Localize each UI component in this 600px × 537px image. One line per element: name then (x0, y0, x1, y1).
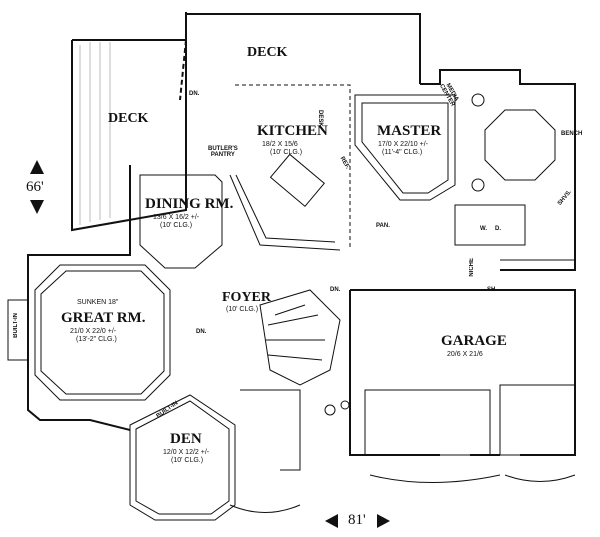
dn-great-label: DN. (196, 329, 207, 335)
butlers-pantry-label: BUTLER'S PANTRY (208, 146, 238, 158)
dining-outline (139, 174, 223, 269)
foyer-stair (259, 289, 341, 386)
master-outline (354, 94, 456, 201)
desk-label: DESK (317, 110, 323, 127)
arrow-up-icon (30, 160, 44, 174)
width-dimension: 81' (348, 512, 366, 528)
built-in-great-label: BUILT-IN (13, 313, 19, 338)
den-label: DEN (170, 431, 202, 447)
great-room-size: 21/0 X 22/0 +/- (70, 328, 117, 335)
master-ceiling: (11'-4" CLG.) (382, 149, 423, 156)
foyer-ceiling: (10' CLG.) (226, 306, 259, 313)
dn-foyer-label: DN. (330, 287, 341, 293)
den-outline (129, 394, 236, 521)
washer-label: W. (480, 226, 487, 232)
great-room-ceiling: (13'-2" CLG.) (76, 336, 117, 343)
den-size: 12/0 X 12/2 +/- (163, 449, 210, 456)
niche-label: NICHE (469, 258, 475, 277)
foyer-label: FOYER (222, 290, 271, 305)
pan-label: PAN. (376, 223, 390, 229)
kitchen-size: 18/2 X 15/6 (262, 141, 298, 148)
great-room-prefix: SUNKEN 18" (77, 299, 119, 306)
garage-door-2 (499, 384, 576, 456)
garage-size: 20/6 X 21/6 (447, 351, 483, 358)
depth-dimension: 66' (26, 179, 44, 195)
dryer-label: D. (495, 226, 501, 232)
master-size: 17/0 X 22/10 +/- (378, 141, 429, 148)
garage-label: GARAGE (441, 333, 507, 349)
dn-deck-label: DN. (189, 91, 200, 97)
bench-label: BENCH (561, 131, 583, 137)
exterior-wall-left (27, 165, 131, 431)
deck-left-label: DECK (108, 111, 149, 126)
garage-door-1 (364, 389, 491, 456)
kitchen-island (269, 153, 325, 207)
deck-top-label: DECK (247, 45, 288, 60)
deck-left-outline (71, 39, 187, 232)
built-in-great (7, 299, 29, 361)
kitchen-ceiling: (10' CLG.) (270, 149, 303, 156)
den-ceiling: (10' CLG.) (171, 457, 204, 464)
deck-top-outline (179, 39, 187, 101)
arrow-left-icon (325, 514, 338, 528)
great-room-label: GREAT RM. (61, 310, 146, 326)
garage-wall (349, 289, 576, 456)
dining-label: DINING RM. (145, 196, 234, 212)
kitchen-outline (235, 84, 351, 250)
master-label: MASTER (377, 123, 442, 139)
arrow-down-icon (30, 200, 44, 214)
dining-ceiling: (10' CLG.) (160, 222, 193, 229)
dining-size: 13/6 X 16/2 +/- (153, 214, 200, 221)
arrow-right-icon (377, 514, 390, 528)
sh-label: SH. (487, 287, 498, 293)
master-bath-tub (484, 109, 556, 181)
kitchen-label: KITCHEN (257, 123, 328, 139)
great-room-outline (34, 264, 171, 401)
